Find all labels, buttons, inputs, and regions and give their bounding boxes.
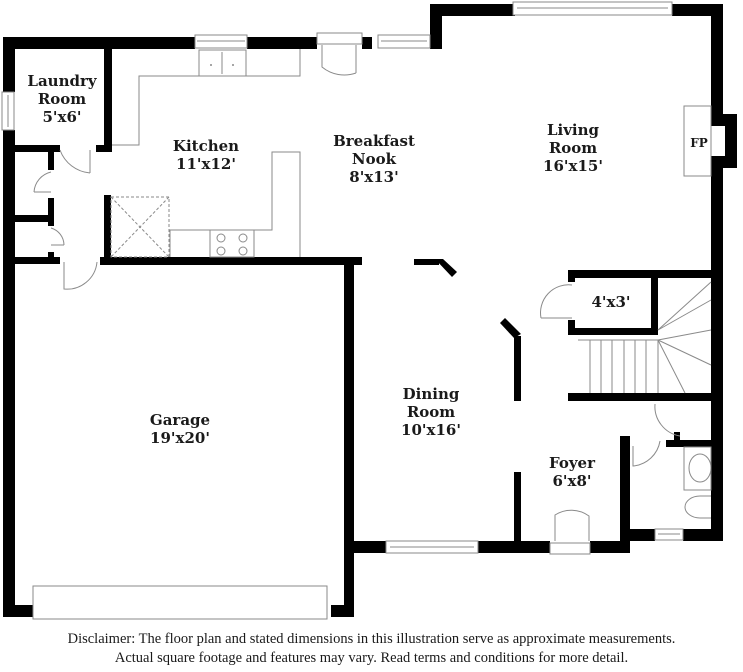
room-label-garage: Garage 19'x20' [149, 411, 211, 447]
disclaimer-line-2: Actual square footage and features may v… [114, 650, 629, 666]
interior-walls [15, 49, 723, 544]
exterior-walls [3, 4, 737, 617]
fireplace [683, 105, 712, 177]
room-label-breakfast-nook: Breakfast Nook 8'x13' [333, 132, 415, 186]
bathroom-fixtures [683, 446, 712, 519]
fireplace-label: FP [690, 136, 708, 150]
disclaimer-line-1: Disclaimer: The floor plan and stated di… [67, 631, 676, 647]
doors [33, 45, 681, 541]
room-label-kitchen: Kitchen 11'x12' [172, 137, 240, 173]
windows [1, 1, 684, 620]
room-label-dining-room: Dining Room 10'x16' [401, 385, 461, 439]
floor-plan-drawing [1, 1, 737, 620]
room-label-closet: 4'x3' [591, 293, 631, 311]
room-label-living-room: Living Room 16'x15' [543, 121, 603, 175]
room-label-laundry: Laundry Room 5'x6' [27, 72, 97, 126]
room-label-foyer: Foyer 6'x8' [549, 454, 595, 490]
kitchen-fixtures [110, 49, 301, 258]
staircase [578, 281, 712, 394]
disclaimer: Disclaimer: The floor plan and stated di… [0, 630, 743, 668]
